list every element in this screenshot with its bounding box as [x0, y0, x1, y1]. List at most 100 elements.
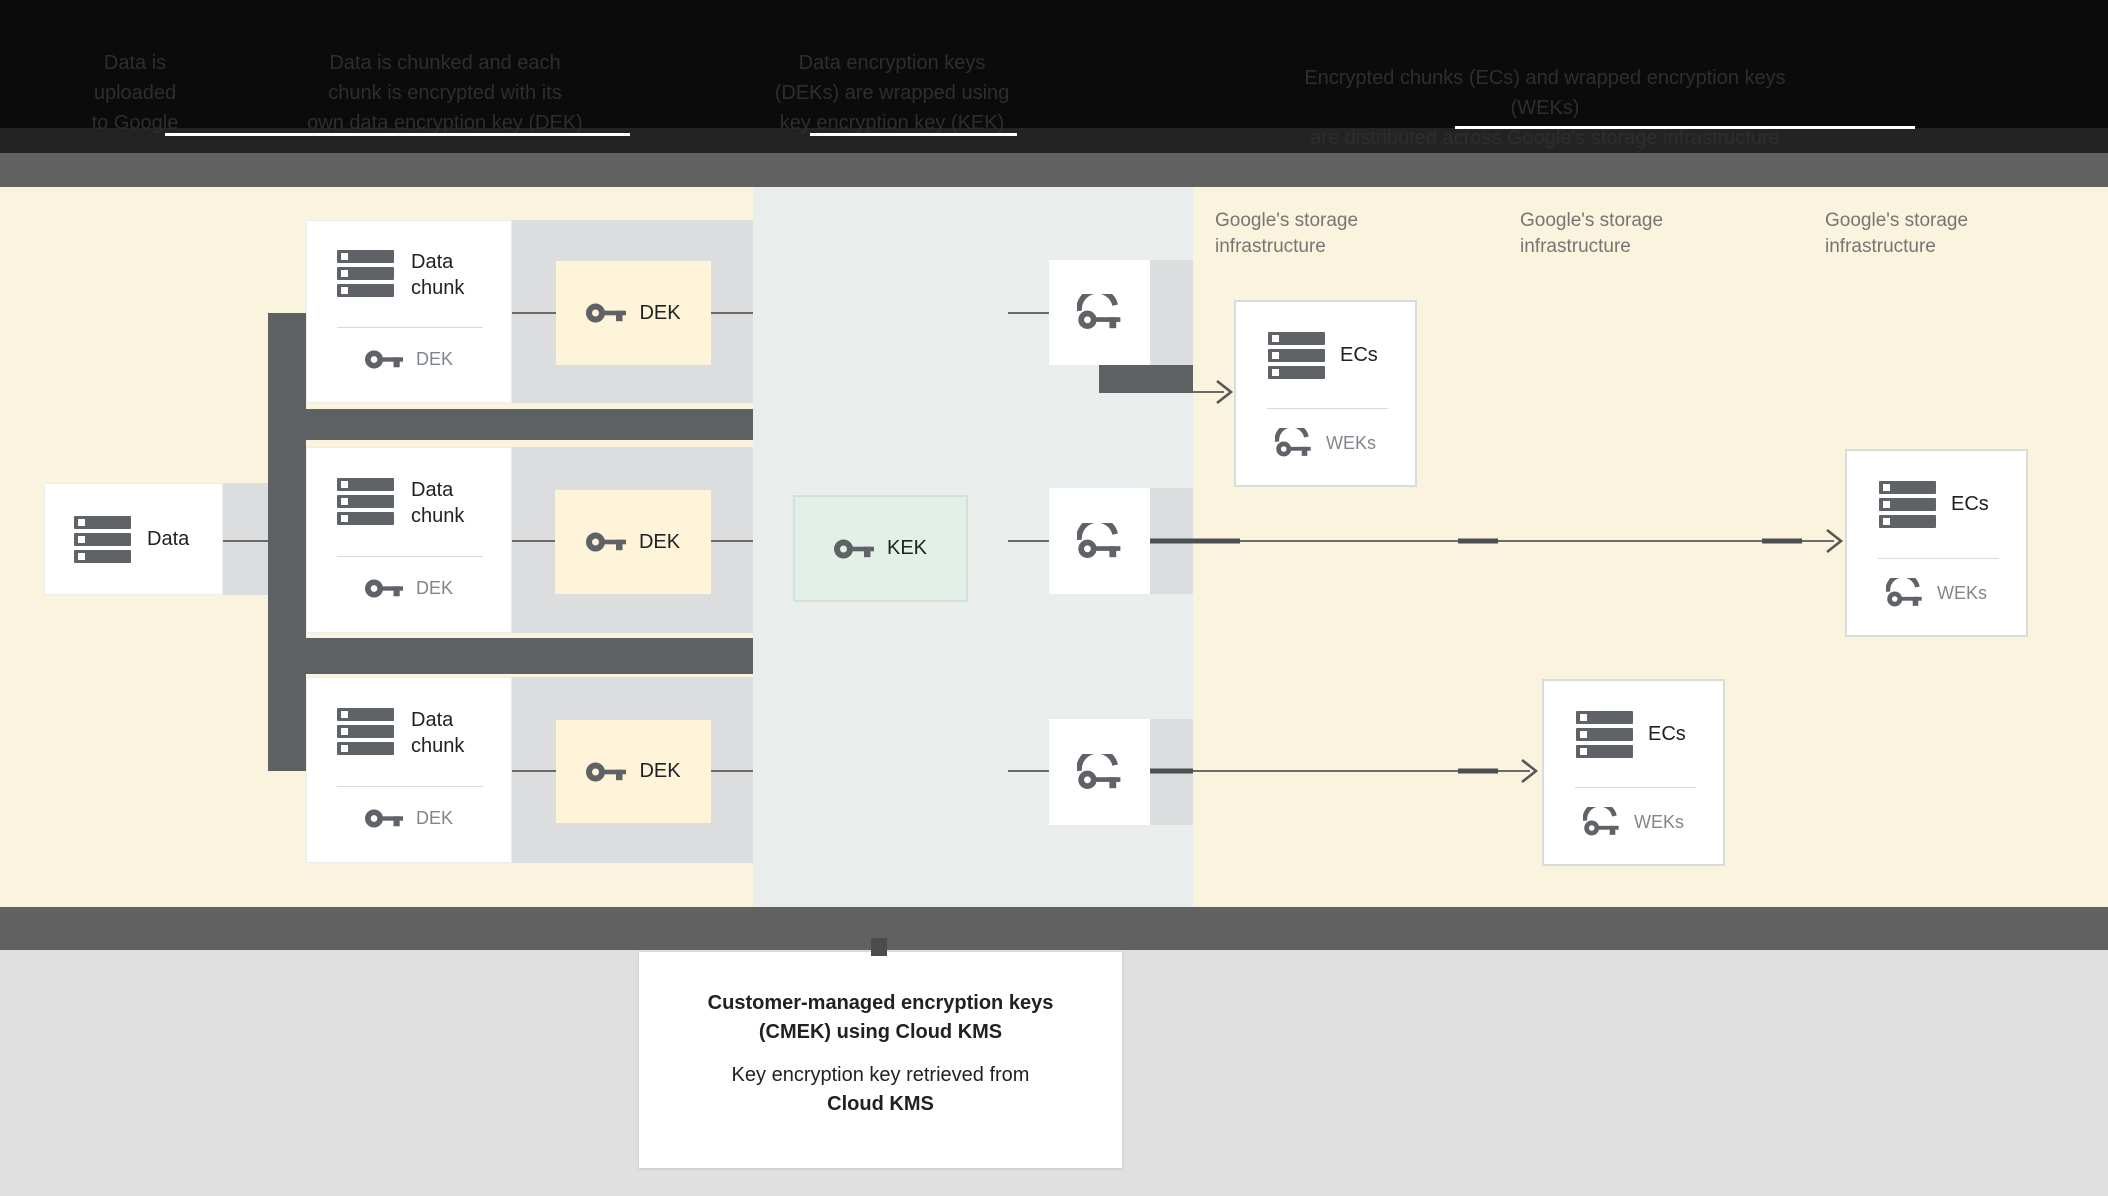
- storage-icon-slot: [337, 478, 394, 525]
- weks-row: WEKs: [1544, 807, 1723, 837]
- ecs-box-1: ECs WEKs: [1234, 300, 1417, 487]
- data-chunk-title: Data chunk: [411, 477, 464, 529]
- legend-underline: [1455, 126, 1915, 129]
- footer-notch: [871, 938, 887, 956]
- dek-box-1: DEK: [556, 261, 711, 365]
- storage-icon: [337, 708, 394, 755]
- title-line: chunk: [411, 505, 465, 527]
- cmek-note-box: Customer-managed encryption keys (CMEK) …: [639, 952, 1122, 1168]
- kek-box-label: KEK: [886, 537, 928, 559]
- wrapped-key-icon: [1076, 294, 1120, 329]
- wrapped-key-icon: [1076, 522, 1120, 558]
- storage-icon: [337, 478, 394, 525]
- data-chunk-title: Data chunk: [411, 707, 464, 759]
- weks-label: WEKs: [1936, 582, 1987, 603]
- legend-step-4: Encrypted chunks (ECs) and wrapped encry…: [1290, 63, 1800, 153]
- legend-line: chunk is encrypted with its: [328, 82, 562, 104]
- label-line: Google's storage: [1825, 210, 1969, 231]
- note-line-bold: (CMEK) using Cloud KMS: [758, 1021, 1003, 1043]
- key-icon: [586, 762, 627, 781]
- key-icon-slot: [586, 302, 627, 324]
- wrapped-key-icon: [1274, 428, 1311, 457]
- wrapped-key-icon-slot: [1076, 294, 1123, 331]
- storage-icon-slot: [1268, 332, 1325, 379]
- key-icon: [364, 809, 403, 828]
- note-line: Key encryption key retrieved from: [731, 1064, 1030, 1086]
- top-separator-band: [0, 153, 2108, 187]
- legend-underline: [810, 133, 1017, 136]
- legend-line: Data encryption keys: [798, 52, 986, 74]
- title-line: Data: [411, 251, 454, 273]
- wrapped-key-icon: [1582, 807, 1619, 836]
- storage-icon: [1268, 332, 1325, 379]
- data-box-label: Data: [147, 527, 190, 550]
- legend-step-1: Data is uploaded to Google: [40, 48, 230, 138]
- title-line: Data: [411, 709, 454, 731]
- legend-line: to Google: [91, 112, 179, 134]
- legend-line: (DEKs) are wrapped using: [774, 82, 1010, 104]
- legend-line: key encryption key (KEK): [779, 112, 1005, 134]
- note-line-bold: Cloud KMS: [827, 1093, 934, 1115]
- dek-box-label: DEK: [639, 760, 681, 782]
- divider: [337, 327, 483, 328]
- divider: [1267, 408, 1388, 409]
- dek-box-label: DEK: [639, 301, 681, 324]
- dek-row: DEK: [307, 808, 511, 829]
- data-chunk-box-2: Data chunk DEK: [306, 447, 512, 633]
- data-chunk-title: Data chunk: [411, 249, 464, 301]
- title-line: Data: [411, 479, 454, 501]
- dek-row: DEK: [307, 578, 511, 599]
- inter-row-bar-2: [306, 638, 753, 674]
- dek-box-2: DEK: [555, 490, 711, 594]
- key-icon-slot: [364, 808, 403, 829]
- weks-label: WEKs: [1633, 811, 1684, 832]
- storage-icon: [1879, 481, 1936, 528]
- connector-block: [223, 483, 268, 595]
- key-icon: [364, 579, 403, 598]
- storage-infra-label-1: Google's storage infrastructure: [1215, 208, 1435, 260]
- wrapped-key-icon-slot: [1076, 522, 1123, 560]
- ecs-label: ECs: [1340, 344, 1378, 366]
- storage-icon-slot: [1879, 481, 1936, 528]
- storage-icon: [74, 515, 131, 563]
- dek-label: DEK: [415, 578, 453, 598]
- legend-line: Encrypted chunks (ECs) and wrapped encry…: [1304, 67, 1786, 119]
- key-band-1: [1150, 260, 1193, 365]
- title-line: chunk: [411, 277, 465, 299]
- key-icon: [585, 532, 626, 552]
- storage-infra-label-2: Google's storage infrastructure: [1520, 208, 1740, 260]
- key-icon: [833, 539, 874, 558]
- storage-icon-slot: [337, 708, 394, 755]
- key-icon-slot: [364, 349, 403, 370]
- wrapped-key-icon-slot: [1076, 753, 1123, 791]
- header-bottom-strip: [0, 128, 2108, 153]
- dek-box-3: DEK: [556, 720, 711, 823]
- note-spacer: [639, 1047, 1122, 1061]
- data-box: Data: [44, 483, 223, 595]
- wrapped-key-box-3: [1049, 719, 1150, 825]
- label-line: Google's storage: [1520, 210, 1664, 231]
- legend-line: Data is chunked and each: [329, 52, 561, 74]
- divider: [1878, 558, 1999, 559]
- ecs-label: ECs: [1648, 723, 1686, 745]
- legend-line: Data is: [103, 52, 167, 74]
- title-line: chunk: [411, 735, 465, 757]
- key-band-3: [1150, 719, 1193, 825]
- ecs-box-3: ECs WEKs: [1542, 679, 1725, 866]
- weks-label: WEKs: [1325, 432, 1376, 453]
- storage-icon-slot: [337, 250, 394, 297]
- key-icon: [364, 350, 403, 369]
- legend-step-2: Data is chunked and each chunk is encryp…: [280, 48, 610, 138]
- divider: [337, 556, 483, 557]
- wrapped-key-icon: [1885, 578, 1922, 607]
- wrapped-key-icon-slot: [1885, 578, 1924, 608]
- key-icon: [586, 303, 627, 323]
- note-line-bold: Customer-managed encryption keys: [707, 992, 1054, 1014]
- storage-icon: [1576, 711, 1633, 758]
- storage-infra-label-3: Google's storage infrastructure: [1825, 208, 2045, 260]
- label-line: infrastructure: [1215, 236, 1326, 257]
- split-trunk: [268, 313, 306, 771]
- bottom-separator-band: [0, 907, 2108, 950]
- wrapped-key-icon: [1076, 753, 1120, 789]
